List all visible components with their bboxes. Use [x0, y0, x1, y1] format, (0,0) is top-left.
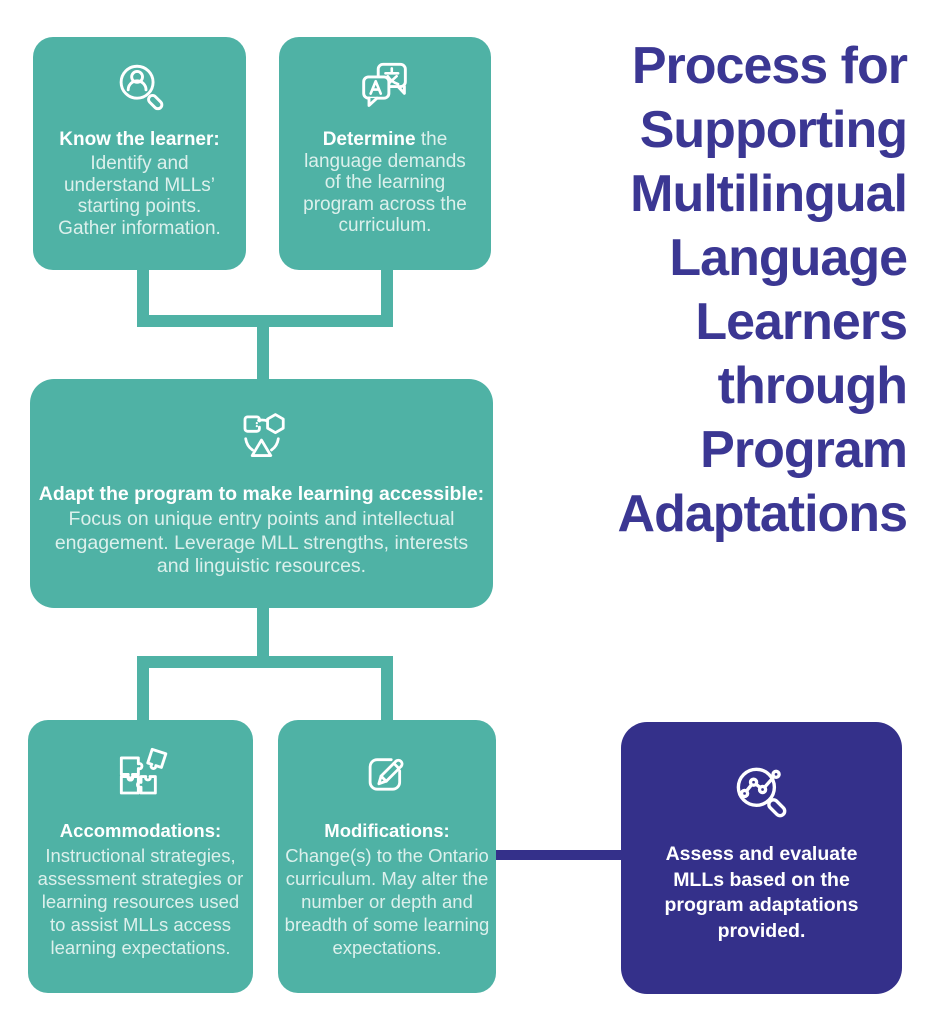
- learner-magnifier-icon: [119, 64, 163, 111]
- card-heading: Accommodations:: [59, 820, 222, 841]
- assess-evaluate-card: Assess and evaluate MLLs based on the pr…: [621, 722, 902, 994]
- puzzle-pieces-icon: [119, 747, 167, 795]
- connector-from-adapt-vertical: [257, 606, 269, 666]
- card-heading: Modifications:: [324, 820, 450, 841]
- determine-language-demands-card: Determine the language demands of the le…: [279, 37, 491, 270]
- card-body: Change(s) to the Ontario curriculum. May…: [284, 845, 490, 958]
- connector-accommodations-vertical: [137, 656, 149, 722]
- connector-know-vertical: [137, 266, 149, 324]
- know-the-learner-card: Know the learner: Identify and understan…: [33, 37, 246, 270]
- modifications-card: Modifications: Change(s) to the Ontario …: [278, 720, 496, 993]
- edit-pencil-icon: [368, 758, 404, 791]
- card-heading: Know the learner:: [59, 129, 220, 150]
- card-heading-inline: Determine: [322, 129, 416, 150]
- connector-bottom-horizontal: [137, 656, 393, 668]
- card-body: Determine the language demands of the le…: [303, 129, 467, 237]
- card-body: Assess and evaluate MLLs based on the pr…: [664, 843, 859, 942]
- connector-to-adapt-vertical: [257, 315, 269, 381]
- page-title: Process for Supporting Multilingual Lang…: [617, 37, 908, 543]
- connector-to-assess-horizontal: [494, 850, 621, 860]
- card-body: Identify and understand MLLs’ starting p…: [58, 153, 221, 239]
- connector-determine-vertical: [381, 266, 393, 324]
- translation-bubbles-icon: [362, 62, 407, 107]
- card-body: Instructional strategies, assessment str…: [37, 845, 244, 958]
- card-heading: Adapt the program to make learning acces…: [38, 483, 485, 505]
- card-body-text: the language demands of the learning pro…: [303, 129, 467, 236]
- adapt-program-card: Adapt the program to make learning acces…: [30, 379, 493, 608]
- connector-modifications-vertical: [381, 656, 393, 722]
- shapes-network-icon: [243, 413, 285, 457]
- chart-magnifier-icon: [736, 767, 786, 818]
- accommodations-card: Accommodations: Instructional strategies…: [28, 720, 253, 993]
- card-body: Focus on unique entry points and intelle…: [54, 508, 469, 577]
